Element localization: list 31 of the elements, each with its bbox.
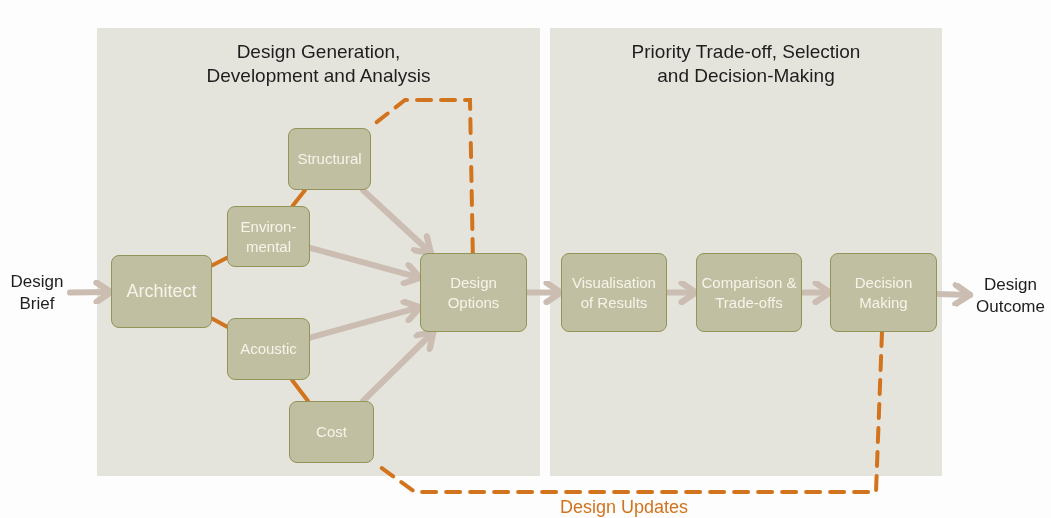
- process-box: [289, 401, 374, 463]
- box-label: Design Options: [446, 273, 501, 312]
- arrow: [934, 281, 974, 308]
- connector-line: [210, 316, 229, 329]
- box-label: Decision Making: [853, 273, 914, 312]
- arrow: [360, 328, 437, 404]
- box-label: Environ-mental: [239, 217, 298, 256]
- box-label: Cost: [316, 422, 347, 442]
- process-box: [227, 318, 310, 380]
- box-label: Structural: [297, 149, 362, 169]
- box-label: Architect: [126, 279, 197, 303]
- arrow: [359, 187, 434, 257]
- panel-heading: Design Generation, Development and Analysis: [206, 41, 431, 86]
- box-label: Acoustic: [240, 339, 297, 359]
- stage-panel: [97, 28, 540, 476]
- flow-label: Design Outcome: [975, 274, 1046, 318]
- connector-line: [210, 255, 229, 268]
- process-box: [561, 253, 667, 332]
- process-box: [111, 255, 212, 328]
- connector-line: [290, 188, 308, 208]
- stage-panel: [550, 28, 942, 476]
- connector-line: [290, 378, 310, 403]
- flow-label: Design Brief: [9, 271, 65, 315]
- panel-heading: Priority Trade-off, Selection and Decision-Making: [631, 41, 861, 86]
- process-box: [830, 253, 937, 332]
- box-label: Comparison & Trade-offs: [701, 273, 797, 312]
- process-box: [696, 253, 802, 332]
- process-box: [227, 206, 310, 267]
- process-box: [420, 253, 527, 332]
- box-label: Visualisation of Results: [571, 273, 657, 312]
- process-box: [288, 128, 371, 190]
